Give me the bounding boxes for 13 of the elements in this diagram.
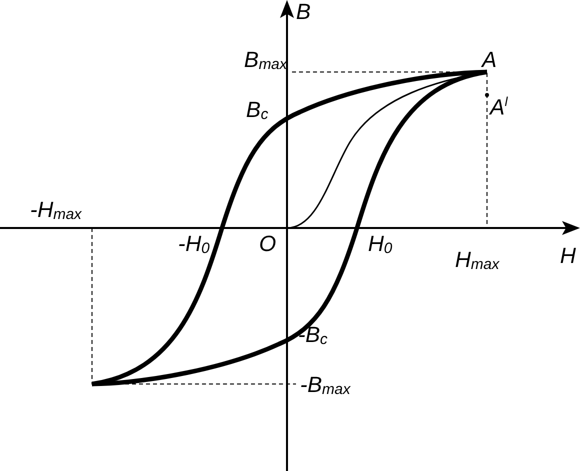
axis-label: O	[259, 232, 276, 256]
axis-label: H$_{max}$	[455, 248, 500, 275]
axis-label: B	[296, 0, 311, 24]
axis-label: -H$_{max}$	[30, 198, 82, 225]
axis-label: H	[560, 244, 576, 268]
axis-label: A$^{l}$	[490, 93, 508, 120]
axis-label: -H$_{0}$	[178, 232, 210, 259]
axis-label: -B$_{c}$	[298, 323, 328, 350]
axis-label: -B$_{max}$	[300, 373, 350, 400]
axis-label: H$_{0}$	[368, 232, 392, 259]
axis-label: A	[482, 48, 497, 72]
axis-label: B$_{c}$	[246, 98, 268, 125]
axis-label: B$_{max}$	[244, 48, 288, 75]
